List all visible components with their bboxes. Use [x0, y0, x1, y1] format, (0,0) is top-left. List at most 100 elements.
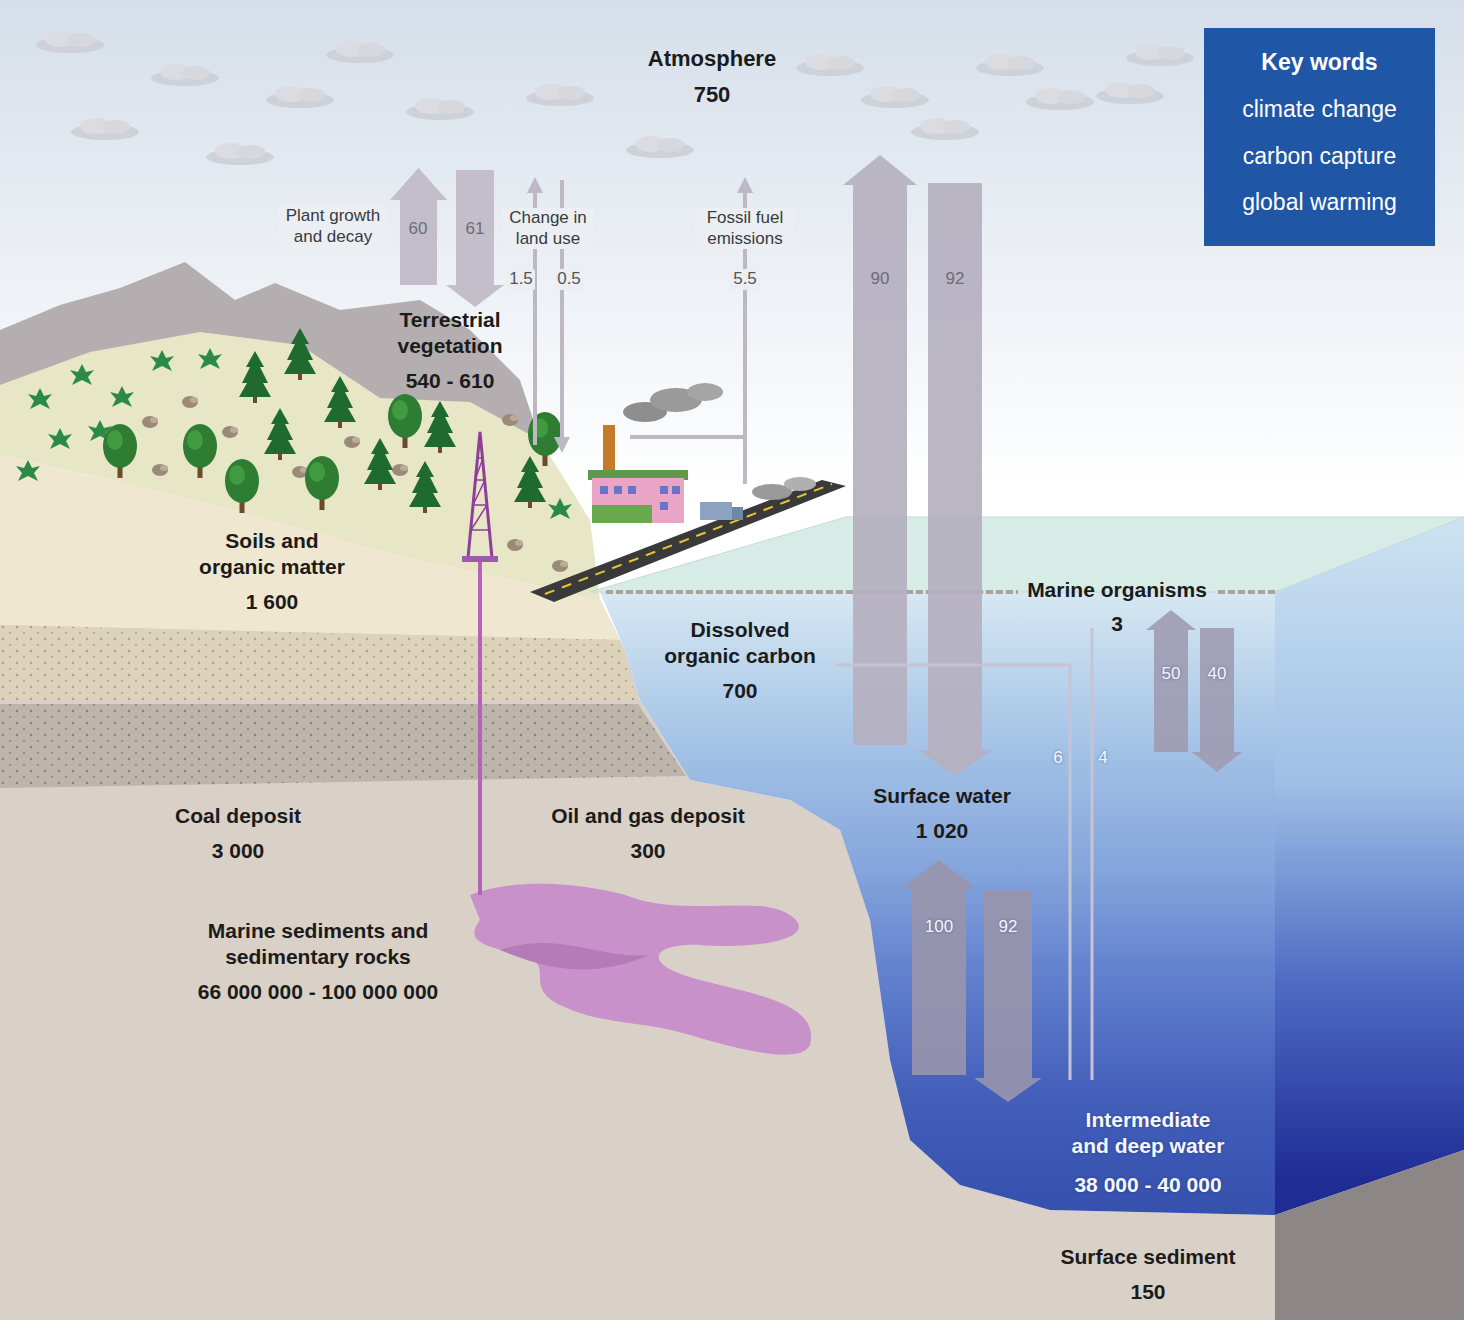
reservoir-label: Dissolved organic carbon	[658, 617, 823, 668]
flux-label: 5.5	[730, 269, 760, 290]
cloud	[626, 136, 694, 158]
reservoir-label: Marine sediments and sedimentary rocks	[193, 918, 443, 969]
bush	[182, 396, 198, 408]
broadleaf-tree	[183, 424, 217, 478]
broadleaf-tree	[225, 459, 259, 513]
shrub	[48, 428, 72, 449]
reservoir-label: 700	[700, 678, 780, 704]
smoke	[784, 477, 816, 491]
window	[614, 486, 622, 494]
bush	[152, 464, 168, 476]
reservoir-label: Coal deposit	[148, 803, 328, 829]
flux-label: 6	[1050, 748, 1066, 769]
flux-label: 92	[935, 269, 975, 290]
flux-label: 90	[860, 269, 900, 290]
smoke	[687, 383, 723, 401]
window	[660, 502, 668, 510]
shrub	[70, 364, 94, 385]
keyword: global warming	[1218, 188, 1421, 217]
flux-arrows	[390, 155, 1242, 1102]
bush	[142, 416, 158, 428]
arrowhead	[554, 437, 570, 453]
flux-label: 40	[1200, 664, 1234, 685]
keyword: carbon capture	[1218, 142, 1421, 171]
cloud	[1026, 88, 1094, 110]
reservoir-label: 1 600	[222, 589, 322, 615]
shrub	[110, 386, 134, 407]
flux-arrow	[446, 170, 504, 307]
cloud	[71, 118, 139, 140]
truck	[700, 477, 816, 520]
reservoir-label: Marine organisms	[1007, 577, 1227, 603]
flux-label: Change in land use	[502, 208, 594, 249]
window	[628, 486, 636, 494]
flux-label: 0.5	[555, 269, 583, 290]
cloud	[1126, 44, 1194, 66]
shrub	[198, 348, 222, 369]
bush	[392, 464, 408, 476]
flux-label: 92	[988, 917, 1028, 938]
ocean-side-face	[1275, 517, 1464, 1215]
factory-wall	[592, 478, 684, 523]
oil-derrick	[462, 432, 498, 562]
reservoir-label: 300	[608, 838, 688, 864]
flux-arrow	[918, 183, 992, 776]
derrick-braces	[471, 458, 489, 530]
bush	[222, 426, 238, 438]
broadleaf-tree	[103, 424, 137, 478]
rock-layer	[0, 704, 686, 788]
arrowhead	[737, 177, 753, 193]
cloud	[206, 143, 274, 165]
flux-label: 1.5	[507, 269, 535, 290]
reservoir-label: 750	[652, 82, 772, 109]
window	[672, 486, 680, 494]
road-marking	[545, 484, 832, 594]
flux-label: 60	[401, 219, 435, 240]
road	[530, 480, 846, 602]
reservoir-label: Surface sediment	[1038, 1244, 1258, 1270]
flux-arrow	[390, 168, 447, 285]
reservoir-label: Soils and organic matter	[192, 528, 352, 579]
flux-arrow	[974, 890, 1042, 1102]
reservoir-label: 38 000 - 40 000	[1048, 1172, 1248, 1198]
oil-gas-deposit	[500, 943, 650, 969]
clouds	[36, 31, 1194, 165]
flux-label: 100	[917, 917, 961, 938]
flux-arrow	[843, 155, 917, 745]
bush	[552, 560, 568, 572]
reservoir-label: Atmosphere	[602, 46, 822, 73]
truck-body	[700, 502, 732, 520]
sand-texture	[0, 625, 636, 700]
flux-line	[836, 665, 1070, 1080]
shrub	[16, 460, 40, 481]
cloud	[861, 86, 929, 108]
keyword: climate change	[1218, 95, 1421, 124]
reservoir-label: 3 000	[188, 838, 288, 864]
reservoir-label: 1 020	[892, 818, 992, 844]
flux-label: 61	[458, 219, 492, 240]
marine-organisms-line	[1218, 590, 1275, 594]
cloud	[976, 54, 1044, 76]
flux-arrow	[902, 860, 976, 1075]
cloud	[151, 64, 219, 86]
flux-label: 50	[1154, 664, 1188, 685]
pine-tree	[239, 351, 271, 403]
seabed-side-face	[1275, 1150, 1464, 1320]
shrub	[150, 350, 174, 371]
cloud	[911, 118, 979, 140]
rock-texture	[0, 704, 686, 788]
pine-tree	[514, 456, 546, 508]
flux-arrow	[1146, 610, 1196, 752]
pine-tree	[264, 408, 296, 460]
reservoir-label: 150	[1108, 1279, 1188, 1305]
bush	[507, 539, 523, 551]
cloud	[326, 41, 394, 63]
cloud	[266, 86, 334, 108]
arrowhead	[527, 177, 543, 193]
reservoir-label: Terrestrial vegetation	[375, 307, 525, 358]
pine-tree	[409, 461, 441, 513]
derrick-base	[462, 556, 498, 562]
cloud	[1096, 82, 1164, 104]
